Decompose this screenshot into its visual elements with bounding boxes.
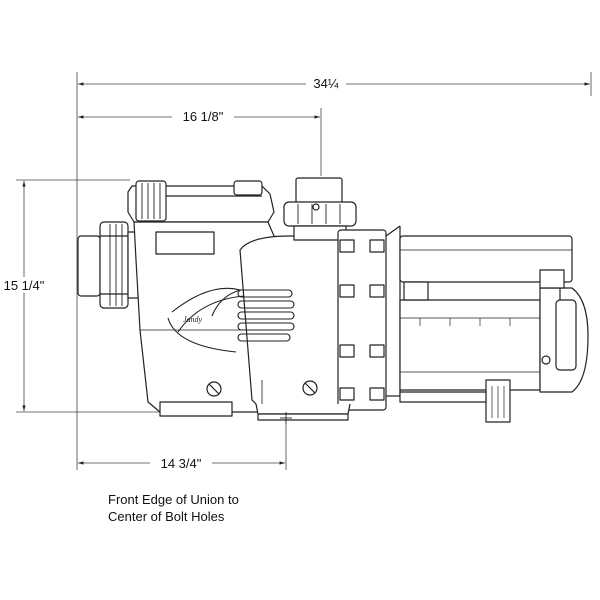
front-foot: [159, 401, 233, 417]
motor-controller: [399, 235, 573, 301]
motor-body: [399, 287, 589, 393]
bolt-hole-center: [280, 412, 292, 424]
note-line-2: Center of Bolt Holes: [108, 509, 225, 524]
motor-foot: [399, 379, 511, 423]
dim-height: 15 1/4": [4, 278, 45, 293]
label-plate: [155, 231, 215, 255]
strainer-lid: [127, 180, 275, 223]
base-bracket: [255, 403, 351, 415]
jandy-logo-text: Jandy: [183, 315, 203, 324]
note-line-1: Front Edge of Union to: [108, 492, 239, 507]
base-plate: [257, 413, 349, 421]
pump-outline: [77, 177, 589, 423]
dim-union-to-discharge: 16 1/8": [183, 109, 224, 124]
dim-union-to-bolt-holes: 14 3/4": [161, 456, 202, 471]
drain-plugs: [206, 380, 318, 397]
dim-overall-length: 34¼: [313, 76, 338, 91]
dimension-note: Front Edge of Union to Center of Bolt Ho…: [108, 491, 239, 525]
seal-plate: [337, 225, 401, 411]
housing-ribs: [167, 287, 295, 404]
inlet-union: [77, 221, 139, 309]
